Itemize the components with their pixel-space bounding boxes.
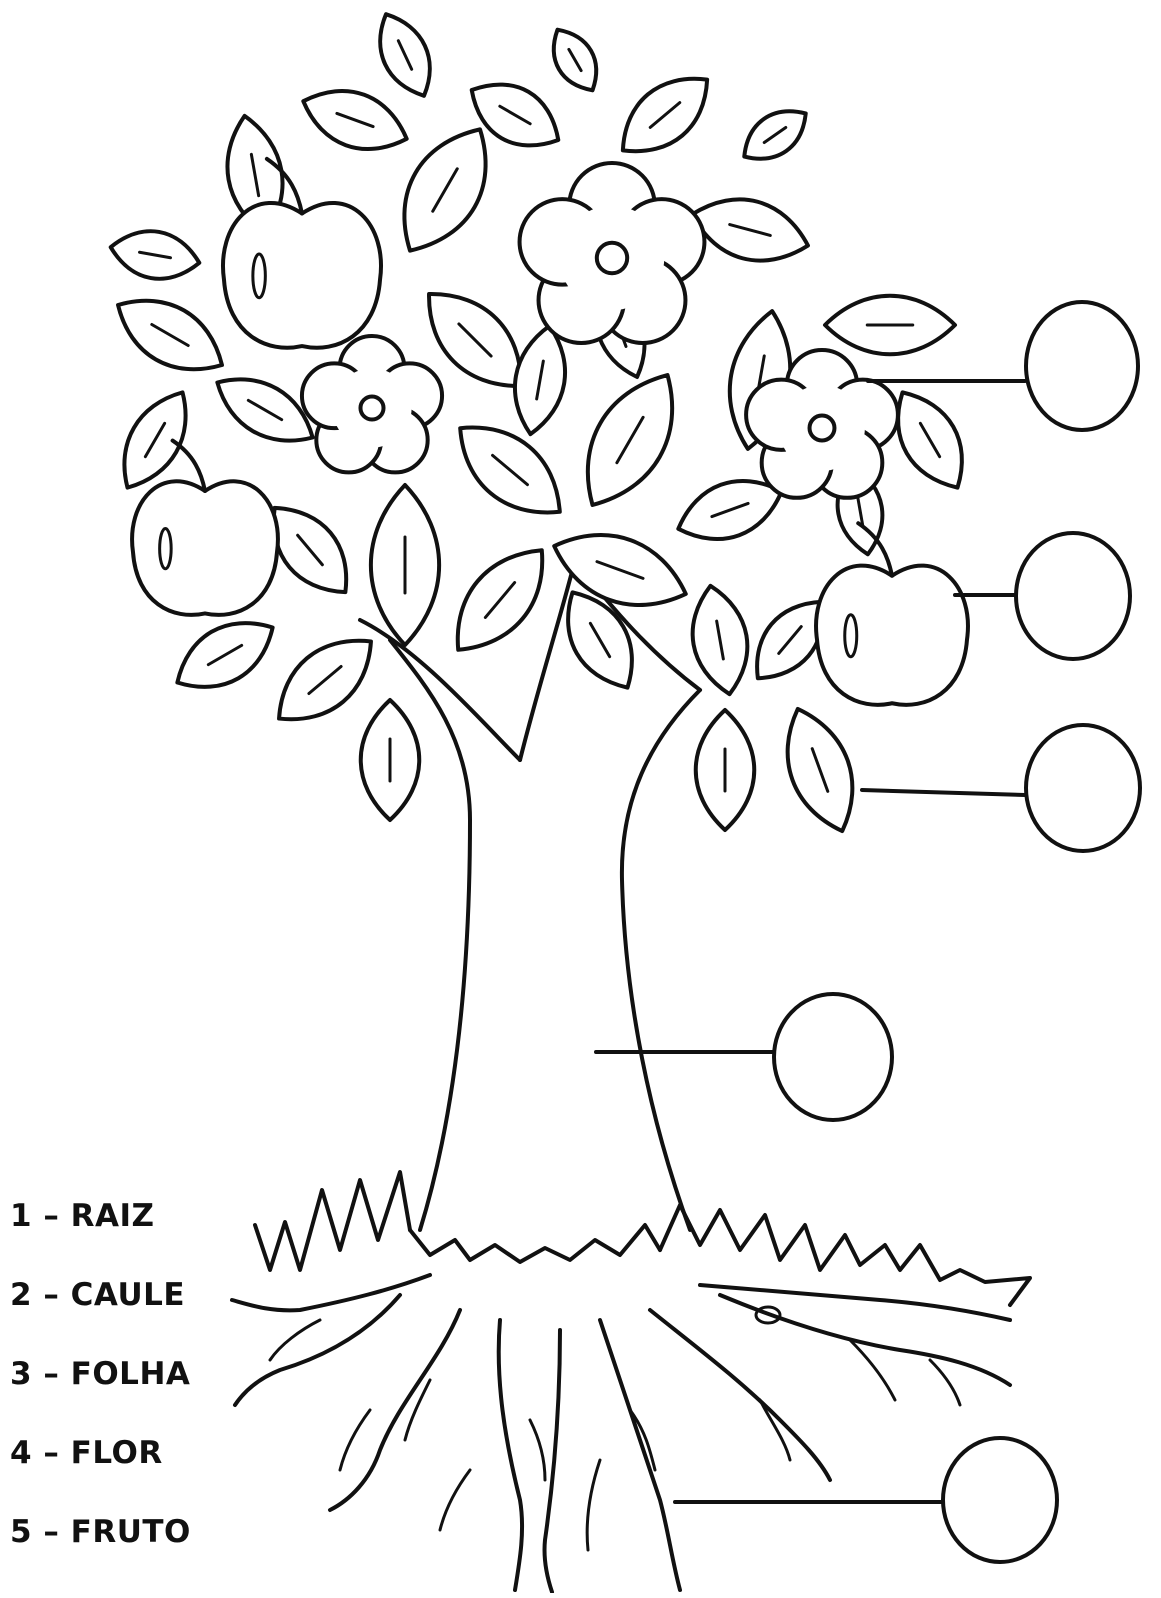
legend: 1 – RAIZ 2 – CAULE 3 – FOLHA 4 – FLOR 5 … (10, 1196, 191, 1591)
leaf (104, 281, 236, 390)
leaf (361, 700, 420, 820)
leaf (543, 516, 696, 623)
legend-item-folha: 3 – FOLHA (10, 1354, 191, 1433)
leaf (366, 5, 444, 105)
leaf (684, 581, 756, 699)
leaf (371, 485, 439, 645)
legend-item-fruto: 5 – FRUTO (10, 1512, 191, 1591)
leaf (294, 76, 416, 164)
roots (232, 1275, 1010, 1592)
flower (302, 336, 442, 472)
leaf (563, 358, 697, 522)
leaf (825, 296, 955, 355)
answer-circle-flor[interactable] (1026, 302, 1138, 430)
flower (520, 163, 705, 343)
trunk (360, 560, 700, 1230)
leaf (164, 604, 286, 705)
leaf (606, 59, 725, 171)
legend-item-raiz: 1 – RAIZ (10, 1196, 191, 1275)
leaf (436, 531, 564, 668)
leaf (770, 699, 869, 841)
legend-item-flor: 4 – FLOR (10, 1433, 191, 1512)
answer-circle-raiz[interactable] (943, 1438, 1057, 1562)
leaf (733, 98, 817, 173)
leaf (441, 405, 579, 535)
answer-circle-caule[interactable] (774, 994, 892, 1120)
fruit (816, 523, 968, 705)
leaf (541, 20, 608, 99)
grass (255, 1172, 1030, 1305)
legend-item-caule: 2 – CAULE (10, 1275, 191, 1354)
answer-circle-fruto[interactable] (1016, 533, 1130, 659)
leaf (696, 710, 755, 830)
leaf (107, 224, 204, 286)
answer-circle-folha[interactable] (1026, 725, 1140, 851)
